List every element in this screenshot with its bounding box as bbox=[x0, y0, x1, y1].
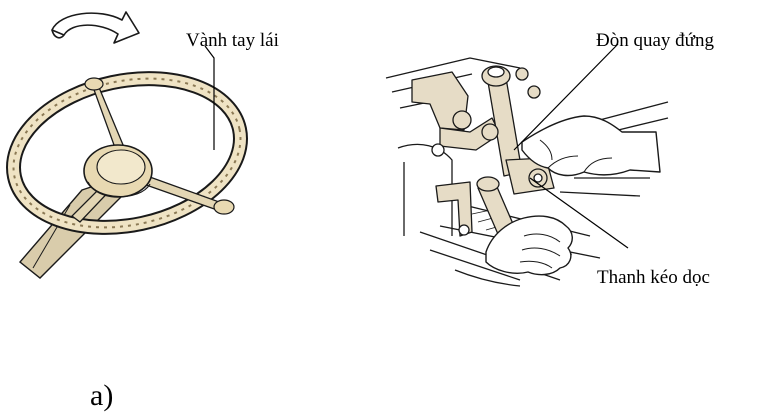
subfigure-marker: a) bbox=[90, 380, 113, 412]
label-steering-wheel-rim: Vành tay lái bbox=[186, 30, 279, 52]
label-pitman-arm: Đòn quay đứng bbox=[596, 30, 714, 52]
steering-wheel-illustration bbox=[0, 59, 254, 278]
steering-linkage-illustration bbox=[386, 58, 668, 286]
label-drag-link: Thanh kéo dọc bbox=[597, 267, 710, 289]
rotation-arrow-icon bbox=[52, 12, 139, 43]
